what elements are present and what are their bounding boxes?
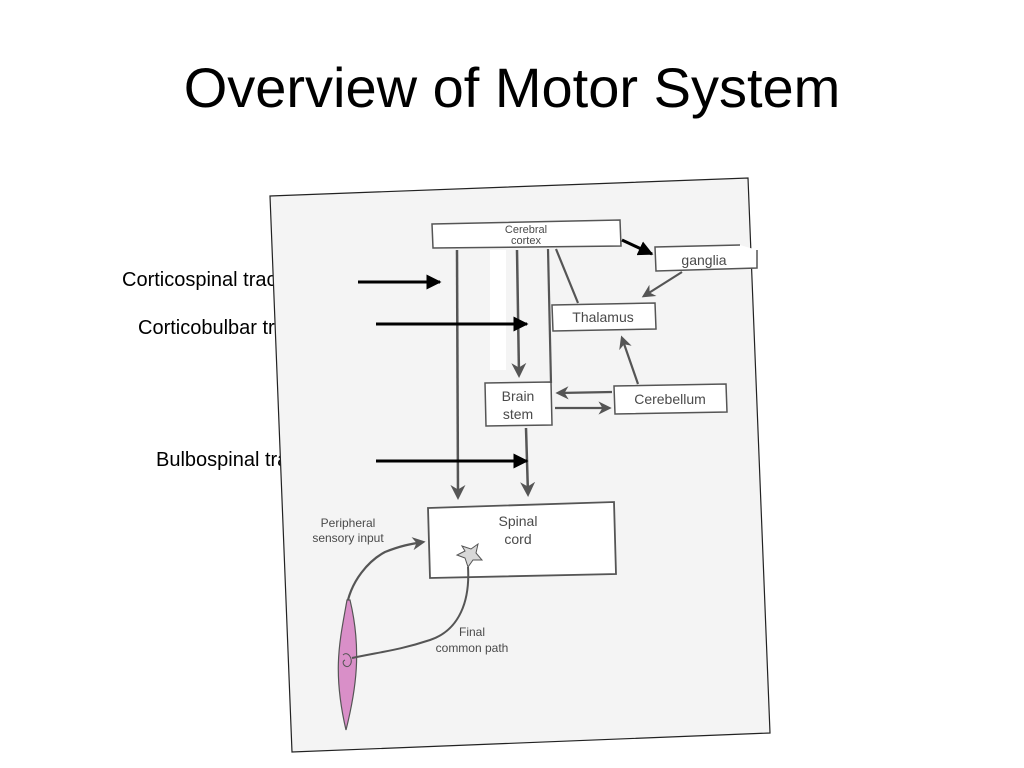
- spinal-cord-node: Spinal cord: [427, 501, 617, 579]
- cerebellum-label: Cerebellum: [634, 391, 706, 407]
- cerebral-cortex-node: Cerebral cortex: [431, 219, 622, 249]
- brain-stem-label-2: stem: [503, 406, 533, 422]
- brain-stem-label-1: Brain: [502, 388, 535, 404]
- basal-ganglia-label: ganglia: [681, 252, 726, 268]
- thalamus-node: Thalamus: [551, 302, 657, 332]
- motor-neuron-icon: [455, 542, 484, 569]
- thalamus-label: Thalamus: [572, 309, 633, 325]
- peripheral-label-2: sensory input: [312, 531, 384, 545]
- cerebral-cortex-label-1: Cerebral: [505, 224, 547, 236]
- corticospinal-tract-arrow: [450, 249, 466, 500]
- final-common-path: [351, 566, 470, 659]
- final-path-label-1: Final: [459, 625, 485, 639]
- final-path-label-2: common path: [436, 641, 509, 655]
- peripheral-label-1: Peripheral: [321, 516, 376, 530]
- cerebral-cortex-label-2: cortex: [511, 235, 541, 247]
- bulbospinal-label: Bulbospinal tracts: [156, 449, 314, 471]
- brain-stem-node: Brain stem: [484, 381, 553, 427]
- muscle-icon: [337, 599, 358, 731]
- cortex-to-ganglia-arrow: [621, 238, 654, 256]
- ganglia-to-thalamus-arrow: [641, 271, 683, 298]
- cortex-descending-line: [546, 248, 553, 384]
- scan-streak: [490, 250, 506, 370]
- sensory-input-path: [344, 537, 426, 611]
- muscle-nerve-ending: [342, 653, 352, 668]
- corticobulbar-tract-arrow: [511, 249, 527, 378]
- cerebellum-to-thalamus-arrow: [619, 335, 640, 385]
- cerebellum-to-brainstem-arrow: [555, 386, 613, 400]
- spinal-cord-label-2: cord: [504, 531, 531, 547]
- slide-title: Overview of Motor System: [183, 56, 841, 119]
- corticospinal-label: Corticospinal tracts: [122, 269, 293, 291]
- cortex-to-thalamus-line: [554, 248, 580, 304]
- corticobulbar-label: Corticobulbar tracts: [138, 317, 312, 339]
- basal-ganglia-node: ganglia: [654, 244, 758, 272]
- spinal-cord-label-1: Spinal: [499, 513, 538, 529]
- cerebellum-node: Cerebellum: [613, 383, 728, 415]
